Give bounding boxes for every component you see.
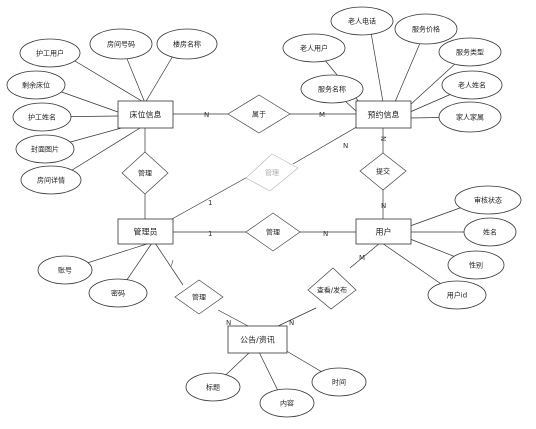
- attr-admin-password: 密码: [88, 278, 148, 308]
- entity-notice: 公告/资讯: [227, 325, 288, 354]
- svg-text:时间: 时间: [332, 378, 346, 387]
- svg-text:老人电话: 老人电话: [348, 17, 376, 26]
- entity-bed-info: 床位信息: [117, 100, 174, 129]
- svg-text:内容: 内容: [280, 399, 294, 408]
- svg-text:管理员: 管理员: [134, 227, 158, 237]
- attr-admin-account: 账号: [37, 255, 93, 285]
- attr-bed-cover-image: 封面图片: [15, 134, 75, 164]
- svg-text:老人用户: 老人用户: [300, 44, 328, 53]
- card-submit-user: N: [381, 202, 386, 210]
- card-booking-submit: N: [379, 136, 387, 141]
- card-admin-manage-user: 1: [208, 230, 212, 238]
- card-user-view: M: [359, 254, 365, 262]
- attr-bed-building-name: 楼房名称: [156, 28, 218, 60]
- svg-text:床位信息: 床位信息: [130, 110, 162, 120]
- svg-text:账号: 账号: [58, 266, 72, 275]
- attr-booking-elder-name: 老人姓名: [441, 70, 503, 100]
- attr-booking-family: 家人家属: [438, 101, 502, 133]
- svg-text:提交: 提交: [376, 167, 390, 176]
- attr-booking-service-name: 服务名称: [300, 74, 364, 104]
- attr-bed-room-number: 房间号码: [89, 28, 153, 60]
- relation-belongs: 属于: [227, 94, 291, 134]
- relation-view-publish: 查看/发布: [307, 267, 357, 310]
- attr-bed-room-detail: 房间详情: [20, 165, 82, 195]
- svg-text:姓名: 姓名: [483, 228, 497, 237]
- entity-user: 用户: [355, 218, 412, 245]
- attr-user-id: 用户id: [427, 280, 487, 310]
- svg-text:家人家属: 家人家属: [456, 113, 484, 122]
- relation-manage-booking: 管理: [245, 153, 299, 192]
- card-bed-belongs: N: [204, 111, 209, 119]
- card-belongs-booking: M: [319, 111, 325, 119]
- svg-text:用户: 用户: [376, 227, 392, 237]
- card-manage-user-user: N: [323, 230, 328, 238]
- attr-notice-content: 内容: [259, 388, 315, 418]
- card-admin-manage-notice: /: [171, 259, 174, 267]
- attr-booking-service-price: 服务价格: [394, 13, 458, 45]
- relation-submit: 提交: [359, 152, 407, 191]
- card-view-notice: N: [289, 319, 294, 327]
- attr-bed-remaining: 剩余床位: [6, 70, 66, 100]
- svg-text:封面图片: 封面图片: [31, 145, 59, 154]
- attr-notice-time: 时间: [311, 367, 367, 397]
- entity-booking-info: 预约信息: [355, 100, 412, 129]
- svg-text:楼房名称: 楼房名称: [173, 40, 201, 49]
- relation-manage-notice: 管理: [174, 279, 224, 315]
- svg-text:老人姓名: 老人姓名: [458, 81, 486, 90]
- svg-text:剩余床位: 剩余床位: [22, 81, 50, 90]
- svg-text:护工用户: 护工用户: [36, 49, 64, 58]
- svg-text:性别: 性别: [469, 261, 483, 270]
- attr-bed-nurse-user: 护工用户: [19, 38, 81, 68]
- attr-user-name: 姓名: [463, 217, 517, 247]
- attr-user-review-status: 审核状态: [454, 185, 522, 215]
- svg-text:预约信息: 预约信息: [368, 110, 400, 120]
- card-manage-notice-notice: N: [226, 319, 231, 327]
- svg-text:护工姓名: 护工姓名: [28, 113, 56, 122]
- svg-text:服务类型: 服务类型: [456, 48, 484, 57]
- svg-text:管理: 管理: [265, 168, 279, 177]
- svg-text:管理: 管理: [192, 293, 206, 302]
- svg-text:属于: 属于: [252, 111, 266, 119]
- svg-text:密码: 密码: [111, 289, 125, 298]
- svg-text:审核状态: 审核状态: [474, 196, 502, 205]
- svg-text:管理: 管理: [138, 169, 152, 178]
- card-booking-manage: N: [343, 142, 348, 150]
- attr-bed-nurse-name: 护工姓名: [12, 102, 72, 132]
- cardinality-labels: N M N N N 1 1 N / N M N: [171, 111, 387, 327]
- attr-user-gender: 性别: [447, 250, 505, 280]
- svg-text:房间详情: 房间详情: [37, 176, 65, 185]
- relation-manage-user: 管理: [245, 212, 301, 252]
- svg-text:服务名称: 服务名称: [318, 85, 346, 94]
- relation-manage-bed: 管理: [121, 151, 169, 195]
- attr-booking-elder-phone: 老人电话: [330, 6, 394, 36]
- entity-admin: 管理员: [117, 218, 174, 245]
- svg-text:管理: 管理: [266, 228, 280, 237]
- svg-text:标题: 标题: [206, 383, 220, 392]
- attr-booking-elder-user: 老人用户: [282, 33, 346, 63]
- svg-text:查看/发布: 查看/发布: [317, 286, 347, 295]
- card-admin-manage-booking: 1: [208, 199, 212, 207]
- svg-text:服务价格: 服务价格: [412, 25, 440, 34]
- svg-text:房间号码: 房间号码: [107, 40, 135, 49]
- attr-booking-service-type: 服务类型: [438, 37, 502, 67]
- attr-notice-title: 标题: [185, 372, 241, 402]
- svg-text:用户id: 用户id: [447, 291, 467, 300]
- svg-text:公告/资讯: 公告/资讯: [240, 335, 275, 345]
